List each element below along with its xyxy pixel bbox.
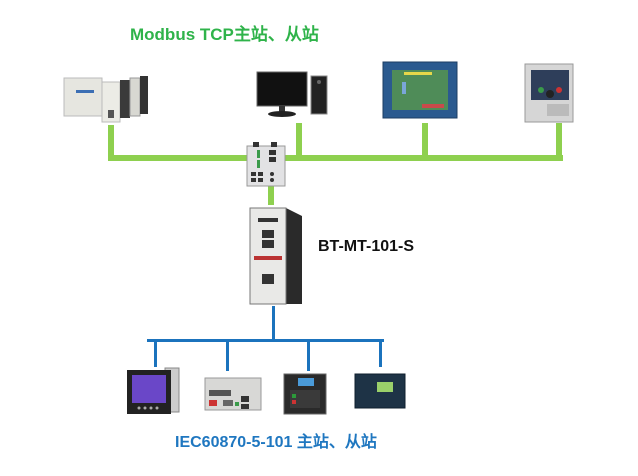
serial-drop-relay bbox=[307, 339, 310, 371]
serial-drop-controller bbox=[379, 339, 382, 367]
power-meter bbox=[127, 367, 180, 414]
ethernet-drop-pc bbox=[296, 123, 302, 160]
modbus-tcp-title: Modbus TCP主站、从站 bbox=[130, 25, 319, 44]
gateway-model-label: BT-MT-101-S bbox=[318, 238, 415, 255]
ethernet-switch bbox=[246, 142, 286, 187]
serial-drop-meter bbox=[154, 339, 157, 367]
protection-relay bbox=[283, 373, 327, 415]
ethernet-switch-to-gateway bbox=[268, 185, 274, 205]
ethernet-drop-hmi bbox=[422, 123, 428, 160]
gateway-bt-mt-101-s bbox=[249, 207, 302, 305]
hmi-touch-panel bbox=[382, 61, 458, 119]
frequency-inverter bbox=[524, 63, 574, 123]
pc-workstation bbox=[256, 71, 328, 117]
iec-101-title: IEC60870-5-101 主站、从站 bbox=[175, 434, 377, 451]
controller-device bbox=[354, 373, 406, 409]
ethernet-drop-plc bbox=[108, 125, 114, 160]
rtu-module bbox=[204, 377, 262, 411]
plc-device bbox=[63, 76, 148, 123]
serial-bus-line bbox=[147, 339, 384, 342]
ethernet-drop-inverter bbox=[556, 123, 562, 160]
serial-trunk-line bbox=[272, 306, 275, 342]
serial-drop-rtu bbox=[226, 339, 229, 371]
ethernet-bus-line bbox=[108, 155, 563, 161]
